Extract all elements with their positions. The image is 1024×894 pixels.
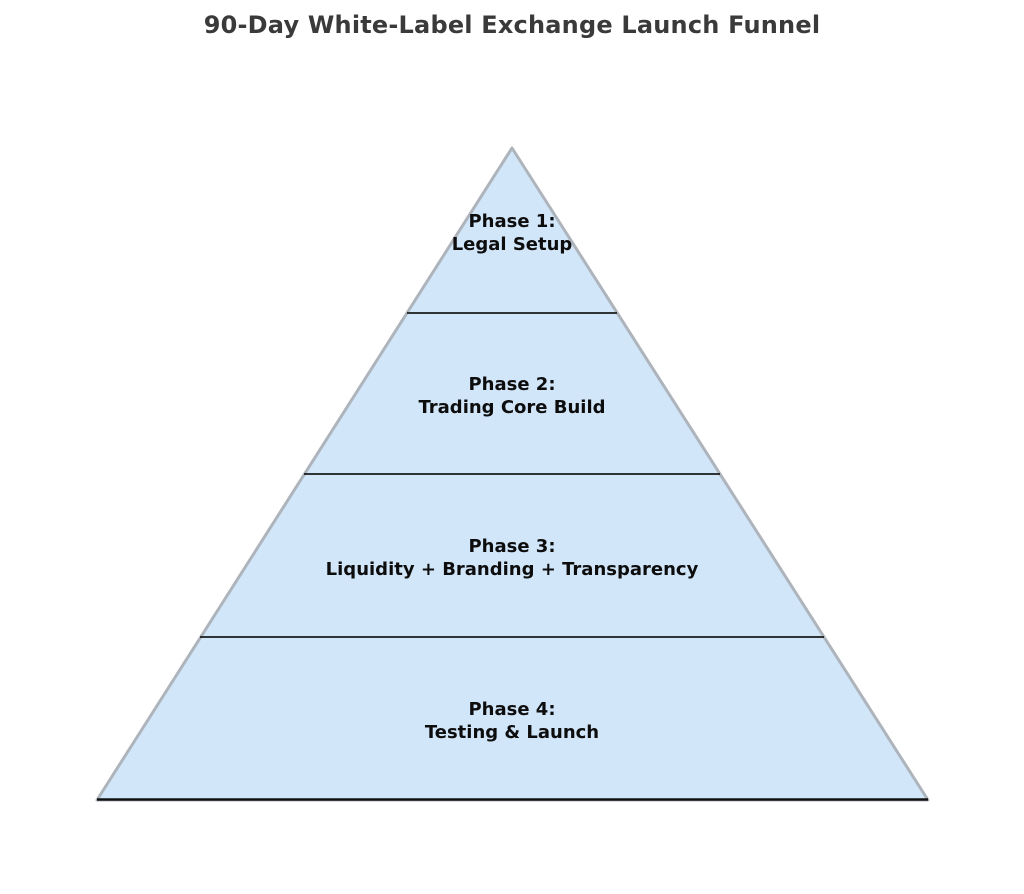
- level-1-label: Legal Setup: [452, 234, 573, 255]
- level-2-label: Trading Core Build: [418, 397, 605, 418]
- level-3-label: Liquidity + Branding + Transparency: [326, 559, 699, 580]
- level-2-phase: Phase 2:: [468, 374, 555, 395]
- chart-title: 90-Day White-Label Exchange Launch Funne…: [203, 11, 821, 39]
- level-4-label: Testing & Launch: [425, 722, 599, 743]
- level-1-phase: Phase 1:: [468, 211, 555, 232]
- level-3-phase: Phase 3:: [468, 536, 555, 557]
- level-4-phase: Phase 4:: [468, 699, 555, 720]
